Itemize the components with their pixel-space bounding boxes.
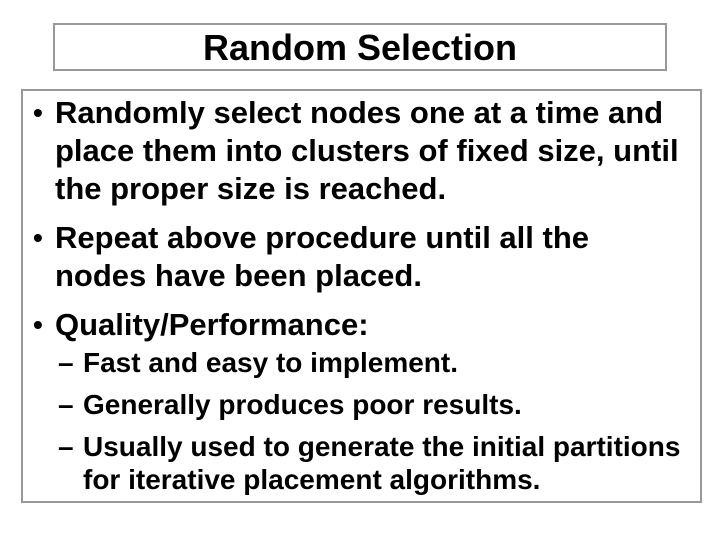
bullet-line: Fast and easy to implement. (83, 347, 458, 378)
bullet-line: Quality/Performance: (55, 307, 369, 342)
body-box: • Randomly select nodes one at a time and… (21, 89, 702, 503)
title-box: Random Selection (53, 23, 667, 71)
bullet-list: • Randomly select nodes one at a time and… (23, 94, 696, 496)
bullet-line: Randomly select nodes one at a time and (55, 95, 664, 130)
bullet-line: place them into clusters of fixed size, … (55, 133, 679, 168)
dash-icon: – (58, 431, 74, 462)
bullet-text: Generally produces poor results. (83, 388, 696, 421)
bullet-text: Fast and easy to implement. (83, 346, 696, 379)
bullet-line: for iterative placement algorithms. (83, 464, 541, 495)
bullet-dot-icon: • (33, 309, 43, 340)
bullet-line: Usually used to generate the initial par… (83, 431, 681, 462)
bullet-dot-icon: • (33, 222, 43, 253)
dash-icon: – (58, 389, 74, 420)
bullet-item: • Quality/Performance: (23, 306, 696, 344)
page-title: Random Selection (202, 26, 518, 68)
sub-bullet-item: –Generally produces poor results. (23, 388, 696, 421)
sub-bullet-item: –Usually used to generate the initial pa… (23, 430, 696, 496)
bullet-line: nodes have been placed. (55, 258, 422, 293)
sub-bullet-item: –Fast and easy to implement. (23, 346, 696, 379)
bullet-line: the proper size is reached. (55, 171, 447, 206)
bullet-line: Repeat above procedure until all the (55, 220, 590, 255)
bullet-item: • Randomly select nodes one at a time and… (23, 94, 696, 208)
dash-icon: – (58, 347, 74, 378)
bullet-text: Usually used to generate the initial par… (83, 430, 696, 496)
bullet-line: Generally produces poor results. (83, 389, 522, 420)
bullet-dot-icon: • (33, 97, 43, 128)
bullet-text: Quality/Performance: (55, 306, 696, 344)
